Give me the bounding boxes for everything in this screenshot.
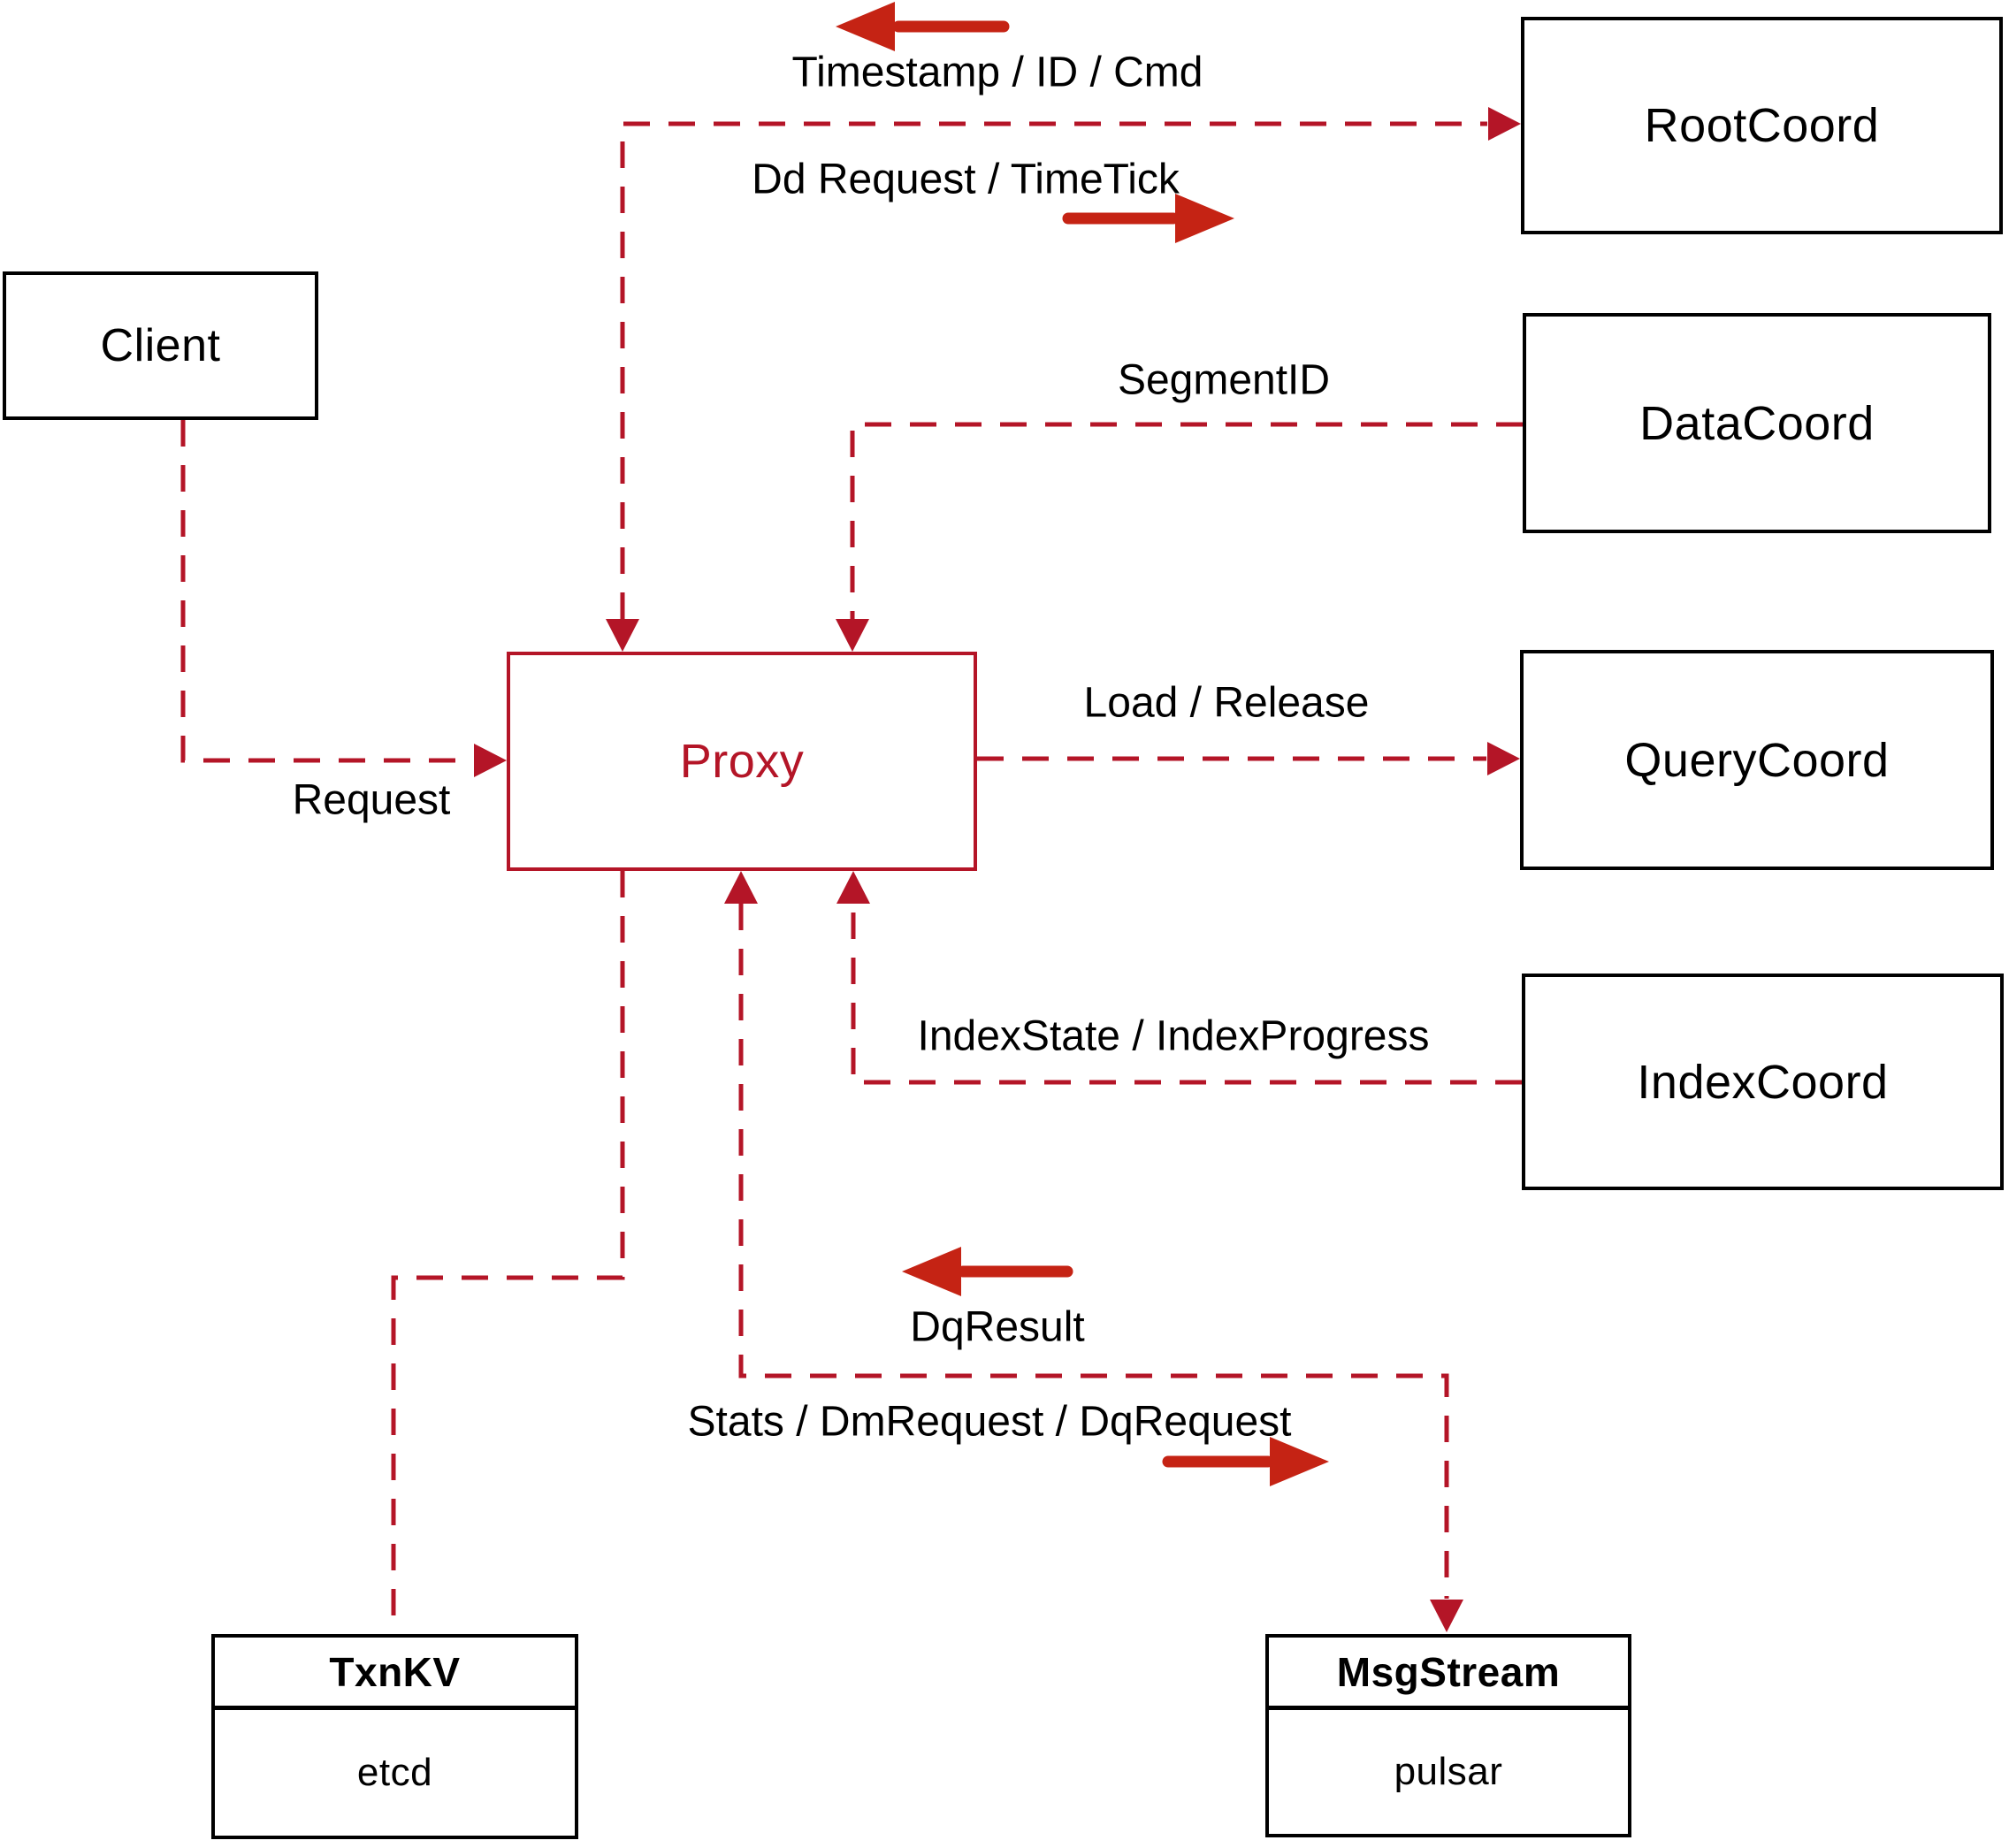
node-proxy: Proxy	[507, 652, 977, 871]
edge-label-load-release: Load / Release	[1083, 679, 1370, 727]
direction-arrow-left-top-icon	[836, 2, 1010, 51]
edge-proxy-txnkv	[391, 871, 625, 1632]
arrowhead-into-rootcoord-icon	[1488, 107, 1521, 141]
node-rootcoord: RootCoord	[1521, 17, 2003, 234]
node-txnkv: TxnKV etcd	[211, 1634, 578, 1839]
direction-arrow-right-stats-icon	[1162, 1437, 1329, 1486]
node-indexcoord-label: IndexCoord	[1637, 1055, 1889, 1109]
arrowhead-into-proxy-left-icon	[474, 744, 507, 777]
node-msgstream-subtitle: pulsar	[1394, 1750, 1503, 1793]
node-datacoord: DataCoord	[1523, 313, 1991, 533]
arrowhead-into-msgstream-icon	[1430, 1600, 1463, 1632]
edge-client-proxy	[180, 420, 473, 763]
edge-label-dd-request-timetick: Dd Request / TimeTick	[752, 156, 1180, 203]
node-rootcoord-label: RootCoord	[1644, 99, 1880, 152]
node-txnkv-subtitle: etcd	[356, 1751, 433, 1794]
direction-arrow-left-dqresult-icon	[902, 1247, 1073, 1296]
edge-label-request: Request	[292, 776, 451, 824]
edge-label-segment-id: SegmentID	[1117, 356, 1331, 404]
node-datacoord-label: DataCoord	[1639, 396, 1875, 450]
arrowhead-into-proxy-bottom2-icon	[836, 871, 870, 904]
arrowhead-into-proxy-bottom1-icon	[724, 871, 758, 904]
edge-label-index-state-progress: IndexState / IndexProgress	[917, 1012, 1430, 1060]
arrowhead-into-proxy-top2-icon	[836, 619, 869, 652]
node-msgstream-title: MsgStream	[1269, 1638, 1628, 1710]
node-txnkv-title: TxnKV	[215, 1638, 575, 1710]
edge-label-dq-result: DqResult	[910, 1303, 1085, 1351]
node-proxy-label: Proxy	[679, 735, 805, 788]
edge-label-stats-dm-dq: Stats / DmRequest / DqRequest	[687, 1398, 1292, 1446]
edge-proxy-msgstream	[738, 904, 1449, 1599]
node-querycoord-label: QueryCoord	[1624, 733, 1890, 787]
edge-indexcoord-proxy	[851, 904, 1522, 1085]
node-querycoord: QueryCoord	[1520, 650, 1994, 870]
node-indexcoord: IndexCoord	[1522, 974, 2004, 1190]
node-msgstream: MsgStream pulsar	[1265, 1634, 1631, 1837]
arrowhead-into-proxy-top1-icon	[606, 619, 639, 652]
edge-label-timestamp-id-cmd: Timestamp / ID / Cmd	[791, 49, 1203, 96]
node-client: Client	[3, 271, 318, 420]
direction-arrow-right-top-icon	[1062, 194, 1234, 243]
node-client-label: Client	[100, 320, 221, 371]
arrowhead-into-querycoord-icon	[1487, 742, 1520, 775]
edge-datacoord-proxy	[850, 422, 1523, 619]
